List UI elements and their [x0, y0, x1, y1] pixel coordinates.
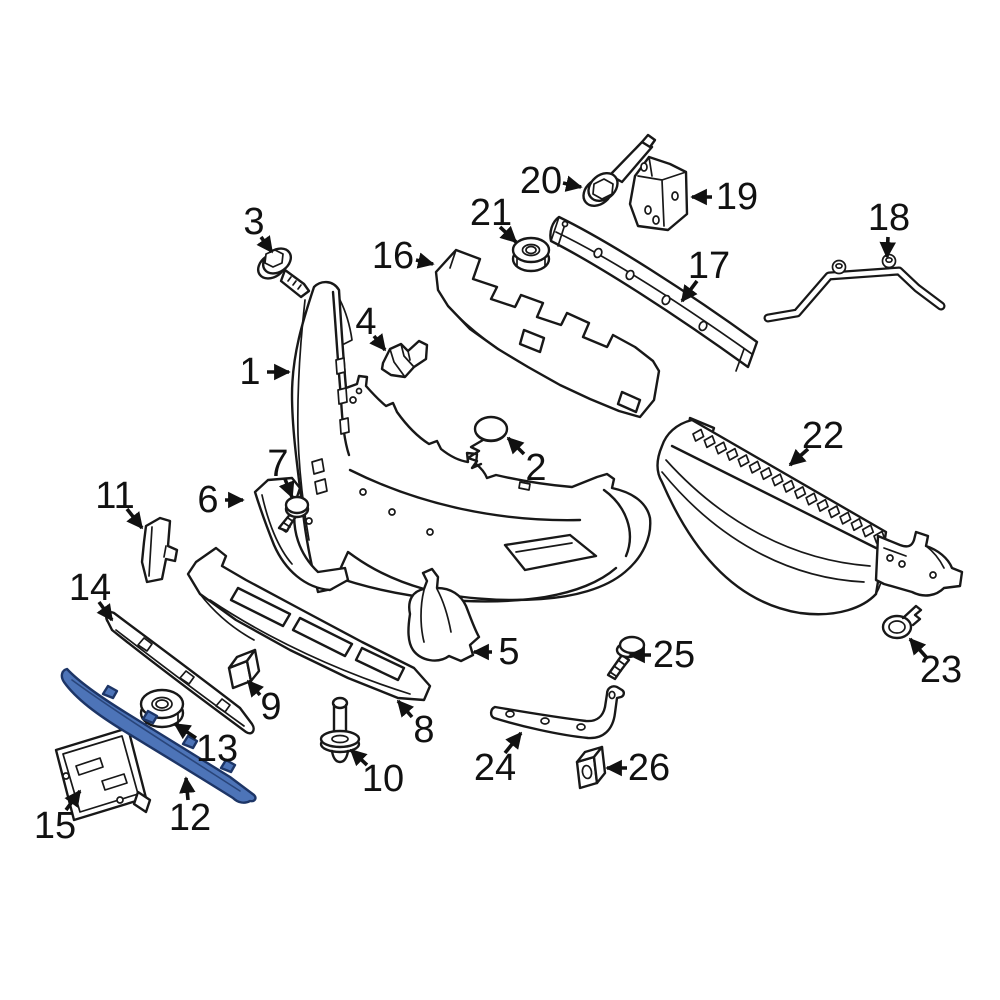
- callout-24-arrow: [503, 731, 523, 755]
- callout-11-arrow: [125, 507, 144, 530]
- part-17-impact-bar-shape: [549, 215, 759, 372]
- part-25-screw-shape: [606, 635, 646, 681]
- part-4-bracket-shape: [380, 339, 429, 379]
- callout-4-arrow: [369, 333, 387, 352]
- callout-3-number: 3: [243, 201, 264, 243]
- louver-slat: [839, 511, 852, 525]
- louver-slat: [827, 505, 841, 519]
- part-11-spacer-shape: [140, 516, 179, 584]
- part-8-lower-grille-shape: [186, 546, 432, 702]
- louver-slat: [771, 473, 784, 487]
- callout-18-number: 18: [868, 197, 910, 239]
- part-24-stay-bracket-shape: [489, 685, 625, 740]
- callout-20-number: 20: [520, 160, 562, 202]
- callout-12-number: 12: [169, 797, 211, 839]
- louver-slat: [703, 435, 716, 449]
- callout-21-number: 21: [470, 192, 512, 234]
- callout-11-number: 11: [95, 475, 134, 517]
- callout-17-arrow: [680, 279, 699, 303]
- part-20-bolt-shape: [582, 133, 657, 207]
- callout-18-arrow: [879, 236, 897, 259]
- louver-slat: [850, 517, 863, 532]
- callout-13-arrow: [173, 722, 197, 740]
- louver-slat: [816, 498, 829, 512]
- callout-20-arrow: [562, 175, 583, 192]
- part-7-screw-shape: [277, 495, 310, 533]
- louver-slat: [782, 479, 795, 493]
- callout-23-number: 23: [920, 649, 962, 691]
- part-22-grille-shutter-shape: [656, 416, 964, 616]
- part-9-clip-block-shape: [227, 648, 261, 690]
- callout-4-number: 4: [355, 301, 376, 343]
- part-23-clip-shape: [881, 604, 923, 640]
- callout-22-arrow: [788, 447, 810, 467]
- callout-26-number: 26: [628, 747, 670, 789]
- callout-12-arrow: [179, 776, 196, 801]
- louver-slat: [748, 460, 762, 474]
- callout-10-number: 10: [362, 758, 404, 800]
- callout-15-number: 15: [34, 805, 76, 847]
- part-10-rivet-shape: [319, 696, 361, 764]
- callout-1-number: 1: [239, 351, 260, 393]
- callout-8-arrow: [396, 699, 415, 719]
- callout-23-arrow: [908, 637, 929, 660]
- callout-22-number: 22: [802, 415, 844, 457]
- callout-2-number: 2: [525, 447, 546, 489]
- part-18-stay-rod-shape: [763, 253, 946, 323]
- callout-6-number: 6: [197, 479, 218, 521]
- part-3-bolt-shape: [256, 247, 311, 299]
- louver-slat: [737, 454, 750, 468]
- louver-slat: [714, 441, 728, 455]
- callout-21-arrow: [498, 225, 518, 244]
- callout-14-number: 14: [69, 567, 111, 609]
- louver-slat: [726, 447, 739, 461]
- louver-slat: [760, 466, 773, 481]
- part-2-clip-shape: [466, 415, 509, 470]
- part-13-nut-shape: [139, 688, 185, 729]
- callout-17-number: 17: [688, 245, 730, 287]
- callout-9-arrow: [246, 679, 264, 698]
- louver-slat: [692, 428, 705, 442]
- callout-24-number: 24: [474, 747, 516, 789]
- callout-7-number: 7: [267, 443, 288, 485]
- callout-2-arrow: [506, 436, 526, 456]
- louver-slat: [861, 524, 875, 538]
- callout-7-arrow: [278, 478, 295, 499]
- callout-5-number: 5: [498, 631, 519, 673]
- callout-13-number: 13: [196, 728, 238, 770]
- part-14-moulding-shape: [105, 611, 255, 735]
- part-16-energy-absorber-shape: [434, 248, 661, 419]
- part-12-moulding-highlighted-shape: [60, 667, 257, 804]
- callout-8-number: 8: [413, 709, 434, 751]
- callout-16-number: 16: [372, 235, 414, 277]
- callout-19-number: 19: [716, 176, 758, 218]
- callout-3-arrow: [256, 235, 274, 254]
- callout-25-number: 25: [653, 634, 695, 676]
- part-1-bumper-cover-shape: [290, 280, 652, 603]
- callout-10-arrow: [349, 748, 369, 767]
- part-5-fog-cover-shape: [407, 567, 481, 663]
- louver-slat: [805, 492, 818, 506]
- part-21-nut-shape: [511, 236, 551, 273]
- part-26-clip-nut-shape: [575, 745, 607, 790]
- callout-16-arrow: [415, 252, 435, 269]
- part-19-bracket-shape: [628, 155, 689, 232]
- callout-14-arrow: [96, 600, 114, 622]
- louver-slat: [793, 486, 807, 500]
- callout-9-number: 9: [260, 686, 281, 728]
- callout-15-arrow: [64, 789, 82, 812]
